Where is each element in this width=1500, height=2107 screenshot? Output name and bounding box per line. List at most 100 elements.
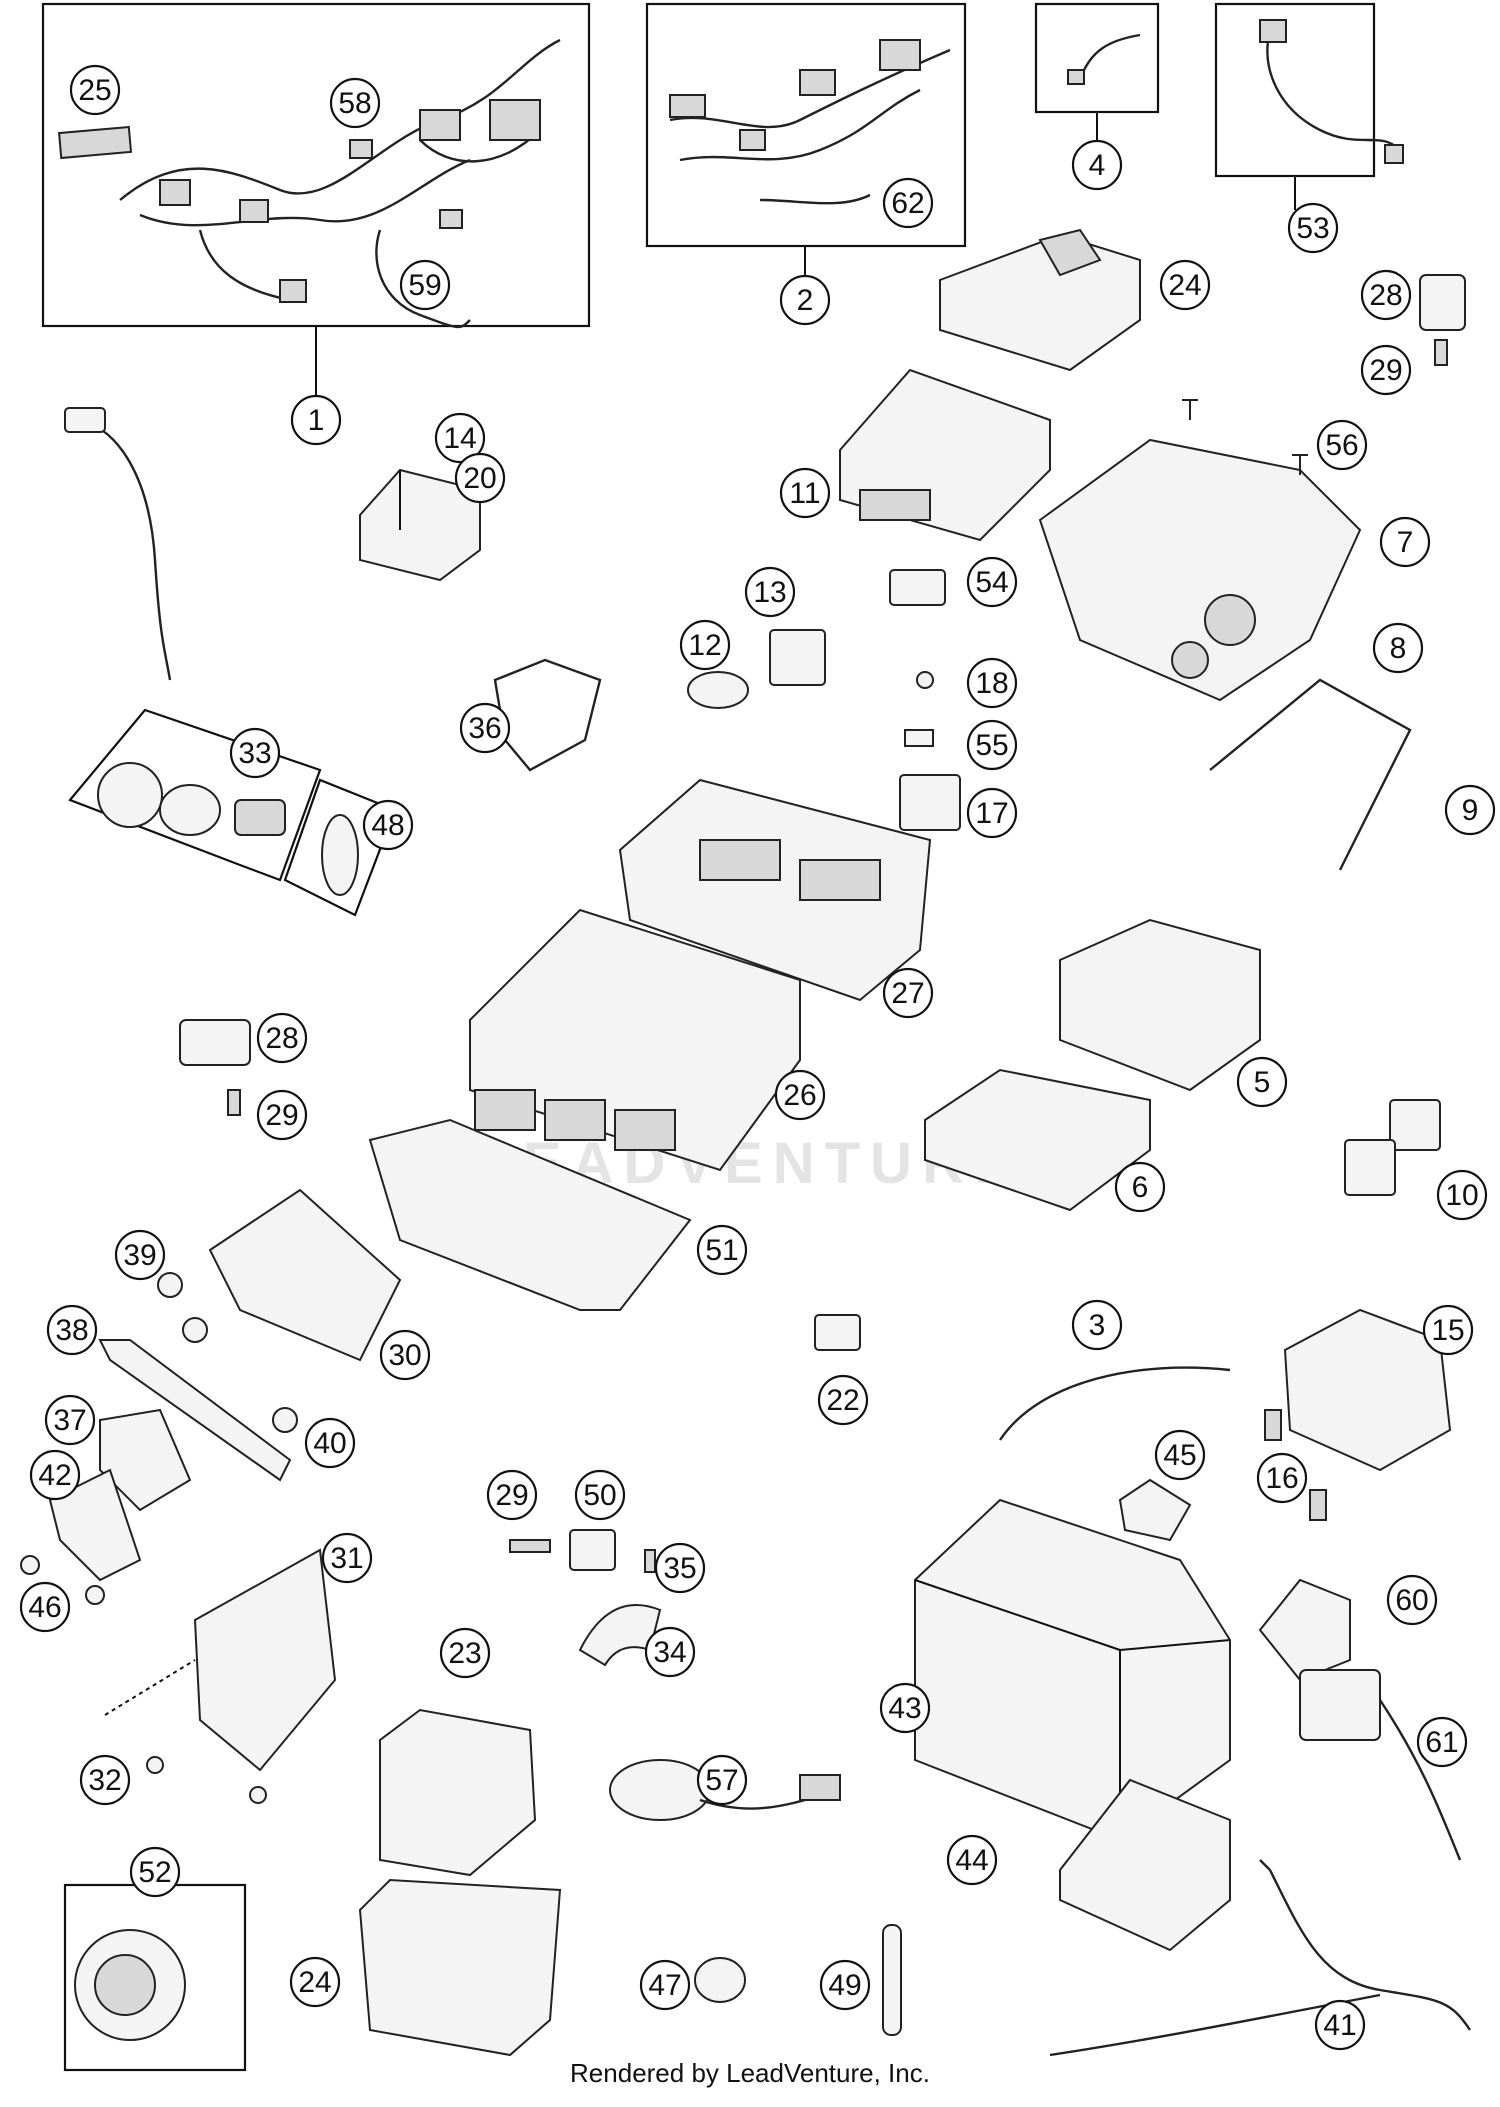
callout-41: 41 — [1314, 1999, 1366, 2051]
callout-13: 13 — [744, 566, 796, 618]
screw-29 — [509, 1539, 551, 1553]
fuse-holder-54 — [889, 569, 946, 606]
callout-60: 60 — [1386, 1574, 1438, 1626]
callout-label: 50 — [583, 1479, 616, 1512]
holder-42 — [48, 1468, 142, 1582]
callout-label: 10 — [1445, 1179, 1478, 1212]
callout-label: 54 — [975, 566, 1008, 599]
callout-label: 28 — [265, 1022, 298, 1055]
callout-label: 18 — [975, 667, 1008, 700]
callout-label: 11 — [789, 477, 820, 510]
small-harness — [1078, 33, 1141, 81]
callout-20: 20 — [454, 452, 506, 504]
ecu-cover-27 — [618, 778, 932, 1002]
sensor-cable — [79, 418, 172, 681]
callout-label: 22 — [826, 1384, 859, 1417]
callout-29: 29 — [256, 1089, 308, 1141]
callout-label: 25 — [78, 74, 111, 107]
callout-label: 6 — [1132, 1171, 1149, 1204]
callout-16: 16 — [1256, 1452, 1308, 1504]
callout-label: 16 — [1265, 1462, 1298, 1495]
callout-label: 7 — [1397, 526, 1414, 559]
callout-53: 53 — [1287, 202, 1339, 254]
holder-37 — [99, 1408, 192, 1512]
callout-27: 27 — [882, 967, 934, 1019]
callout-label: 24 — [1168, 269, 1201, 302]
callout-label: 29 — [1369, 354, 1402, 387]
callout-34: 34 — [644, 1626, 696, 1678]
callout-8: 8 — [1372, 622, 1424, 674]
callout-49: 49 — [819, 1959, 871, 2011]
callout-4: 4 — [1071, 139, 1123, 191]
retaining-bracket — [1209, 678, 1412, 871]
footer-credit: Rendered by LeadVenture, Inc. — [570, 2058, 930, 2088]
callout-28: 28 — [256, 1012, 308, 1064]
callout-label: 61 — [1425, 1726, 1458, 1759]
callout-label: 3 — [1089, 1309, 1106, 1342]
callout-label: 23 — [448, 1637, 481, 1670]
callout-label: 30 — [388, 1339, 421, 1372]
callout-52: 52 — [129, 1846, 181, 1898]
ground-cable — [999, 1366, 1231, 1441]
callout-label: 1 — [308, 404, 325, 437]
callout-22: 22 — [817, 1374, 869, 1426]
callout-label: 58 — [338, 87, 371, 120]
callout-35: 35 — [654, 1542, 706, 1594]
ecu-unit — [839, 368, 1051, 542]
plug-top — [1419, 274, 1466, 331]
callout-44: 44 — [946, 1834, 998, 1886]
relay-13 — [769, 629, 826, 686]
callout-30: 30 — [379, 1329, 431, 1381]
callout-label: 29 — [265, 1099, 298, 1132]
callout-label: 12 — [688, 629, 721, 662]
callout-58: 58 — [329, 77, 381, 129]
callout-18: 18 — [966, 657, 1018, 709]
callout-54: 54 — [966, 556, 1018, 608]
callout-24: 24 — [1159, 259, 1211, 311]
callout-label: 55 — [975, 729, 1008, 762]
control-unit-23 — [379, 1708, 537, 1877]
callout-label: 4 — [1089, 149, 1106, 182]
callout-48: 48 — [362, 799, 414, 851]
callout-label: 48 — [371, 809, 404, 842]
callout-label: 37 — [53, 1404, 86, 1437]
callout-label: 49 — [828, 1969, 861, 2002]
callout-6: 6 — [1114, 1161, 1166, 1213]
callout-label: 57 — [705, 1764, 738, 1797]
control-unit-cover — [1059, 918, 1261, 1092]
callout-label: 38 — [55, 1314, 88, 1347]
terminal-45 — [1118, 1478, 1192, 1542]
ignition-lock — [97, 762, 286, 836]
relay-cover-10b — [1344, 1139, 1396, 1196]
clamp-34 — [578, 1604, 662, 1667]
callout-51: 51 — [696, 1224, 748, 1276]
callout-label: 32 — [88, 1764, 121, 1797]
relay-17 — [899, 774, 961, 831]
callout-32: 32 — [79, 1754, 131, 1806]
callout-label: 33 — [238, 737, 271, 770]
callout-label: 51 — [705, 1234, 738, 1267]
callout-label: 56 — [1325, 429, 1358, 462]
callout-label: 13 — [753, 576, 786, 609]
callout-29: 29 — [1360, 344, 1412, 396]
callout-15: 15 — [1422, 1304, 1474, 1356]
callout-label: 27 — [891, 977, 924, 1010]
ecu-holder-31 — [193, 1548, 337, 1772]
cable-tie — [694, 1957, 746, 2003]
callout-label: 43 — [888, 1692, 921, 1725]
callout-label: 8 — [1390, 632, 1407, 665]
callout-label: 42 — [38, 1459, 71, 1492]
callout-label: 31 — [330, 1542, 363, 1575]
callout-label: 40 — [313, 1427, 346, 1460]
callout-36: 36 — [459, 702, 511, 754]
callout-39: 39 — [114, 1229, 166, 1281]
callout-5: 5 — [1236, 1056, 1288, 1108]
screw-top — [1182, 399, 1198, 420]
callout-62: 62 — [882, 177, 934, 229]
callout-label: 62 — [891, 187, 924, 220]
callout-7: 7 — [1379, 516, 1431, 568]
callout-label: 39 — [123, 1239, 156, 1272]
voltage-regulator — [1283, 1308, 1452, 1472]
ignition-key — [321, 814, 359, 896]
callout-24: 24 — [289, 1956, 341, 2008]
